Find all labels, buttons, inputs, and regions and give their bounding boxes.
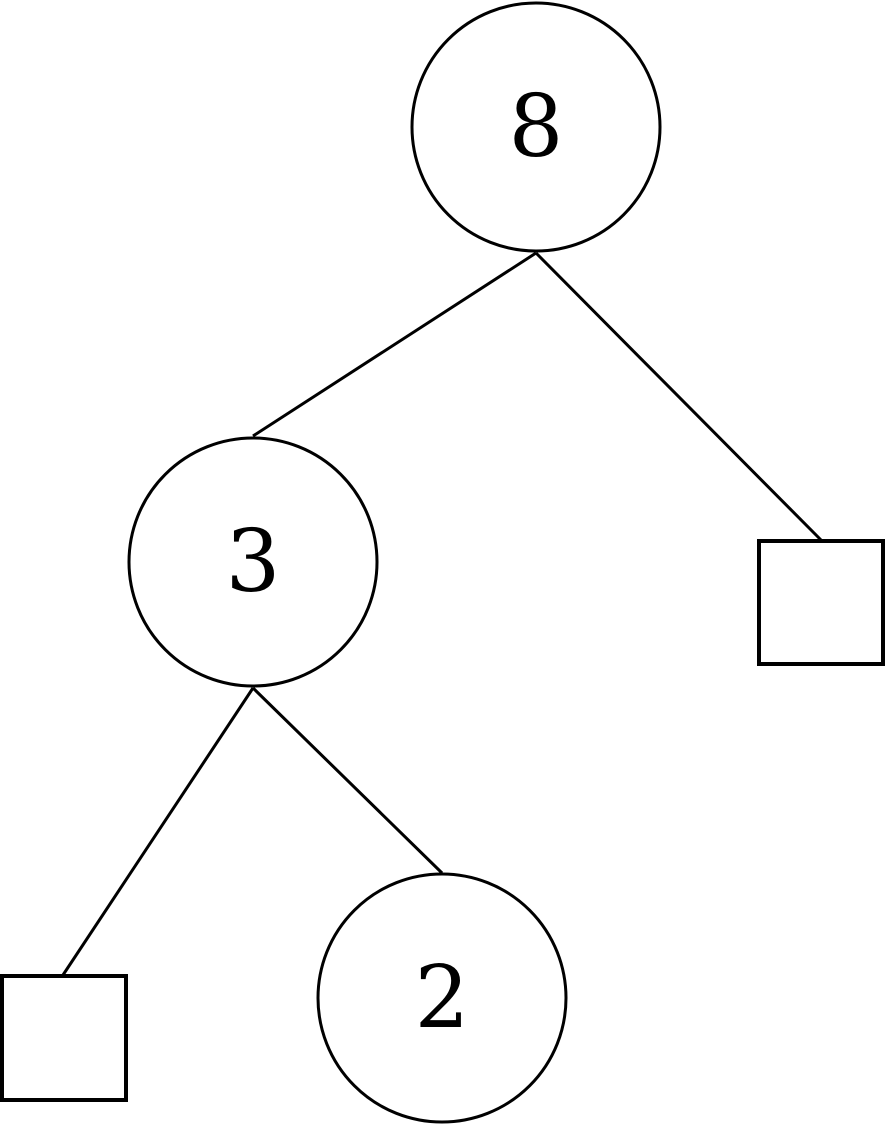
external-node-box [757, 539, 885, 666]
edge-3-to-2 [251, 686, 444, 875]
edge-8-to-right-leaf [534, 251, 823, 542]
tree-node-root: 8 [410, 1, 662, 253]
tree-leaf-right-of-8 [757, 539, 885, 666]
node-circle [316, 872, 568, 1124]
tree-leaf-left-of-3 [0, 974, 128, 1102]
external-node-box [0, 974, 128, 1102]
node-circle [410, 1, 662, 253]
edge-3-to-left-leaf [61, 687, 255, 976]
node-value-label: 2 [415, 948, 470, 1048]
node-value-label: 3 [226, 512, 281, 612]
edge-8-to-3 [252, 251, 537, 438]
tree-node-3: 3 [127, 436, 379, 688]
tree-node-2: 2 [316, 872, 568, 1124]
node-circle [127, 436, 379, 688]
node-value-label: 8 [509, 77, 564, 177]
